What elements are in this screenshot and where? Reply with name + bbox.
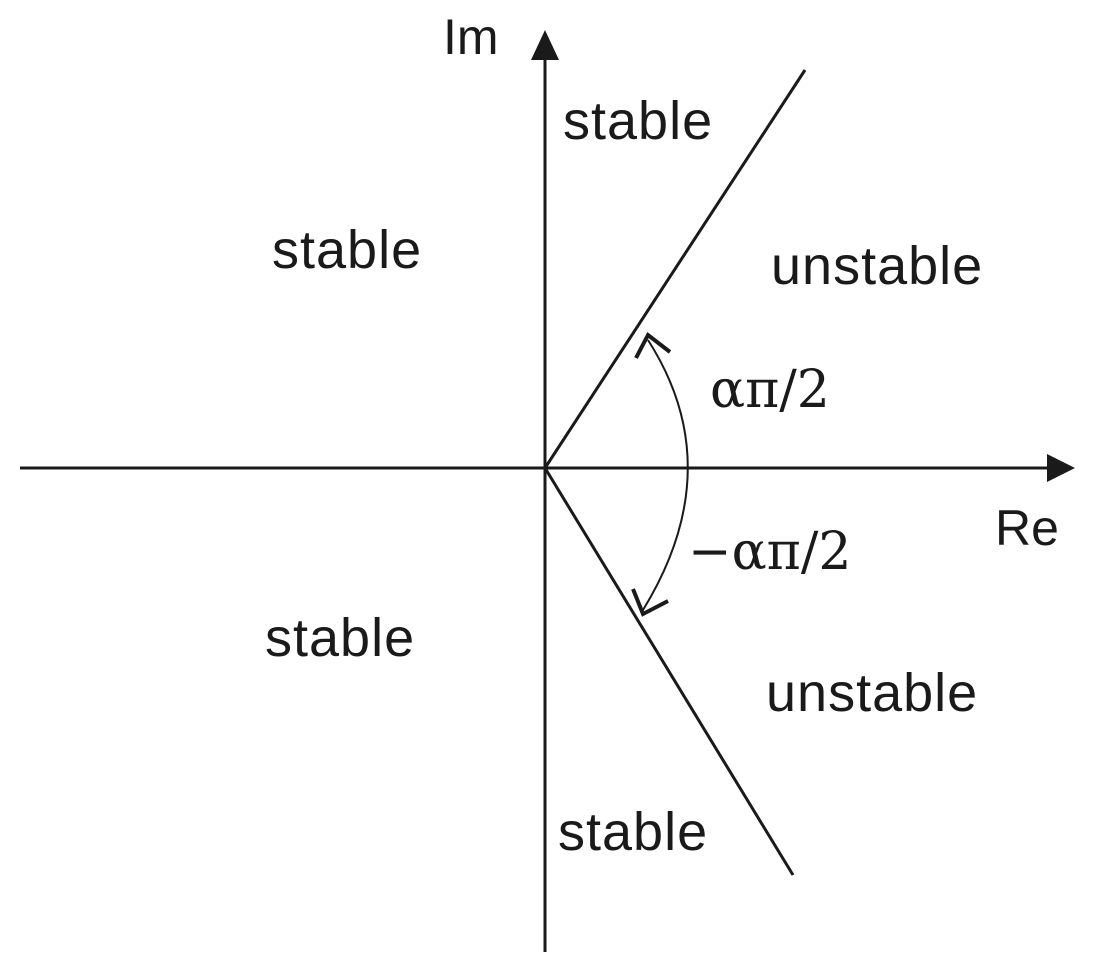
positive-angle-label: απ/2 xyxy=(710,360,830,420)
lower-arc-arrowhead xyxy=(631,588,669,617)
real-axis-arrowhead xyxy=(1047,454,1075,482)
region-label-upper-right: unstable xyxy=(771,236,983,296)
region-label-upper-left: stable xyxy=(272,220,422,280)
region-label-lower-right-bottom: stable xyxy=(558,802,708,862)
region-label-upper-right-top: stable xyxy=(563,91,713,151)
lower-boundary-ray xyxy=(543,467,795,876)
region-label-lower-left: stable xyxy=(265,608,415,668)
imaginary-axis-arrowhead xyxy=(531,30,559,60)
imaginary-axis-label: Im xyxy=(443,9,499,65)
real-axis-label: Re xyxy=(995,500,1059,556)
upper-boundary-ray xyxy=(543,69,807,469)
angle-arc xyxy=(642,339,689,611)
negative-angle-label: −απ/2 xyxy=(688,522,851,582)
region-label-lower-right: unstable xyxy=(766,663,978,723)
upper-arc-arrowhead xyxy=(634,331,672,359)
